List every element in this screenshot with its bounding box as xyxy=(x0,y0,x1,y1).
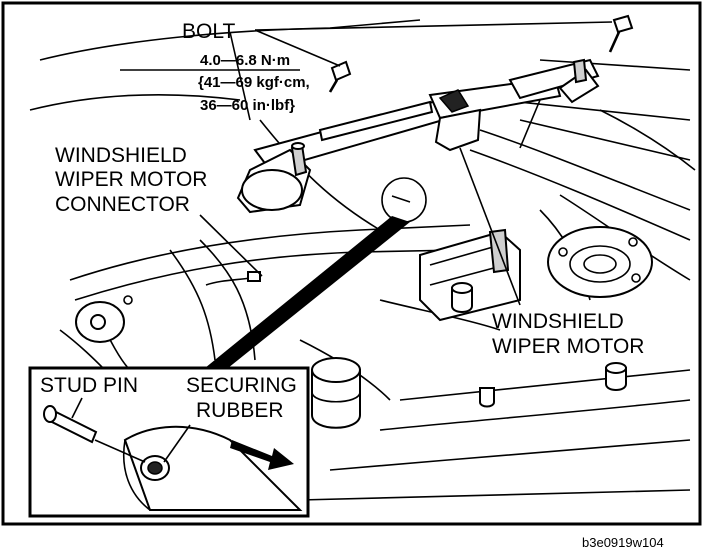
connector-label-1: WINDSHIELD xyxy=(55,144,187,167)
torque-line-2: {41—69 kgf·cm, xyxy=(198,74,310,91)
torque-line-3: 36—60 in·lbf} xyxy=(200,97,295,114)
strut-tower xyxy=(547,226,653,298)
connector-label-3: CONNECTOR xyxy=(55,193,190,216)
motor-label-2: WIPER MOTOR xyxy=(492,335,644,358)
stud-pin-label: STUD PIN xyxy=(40,374,138,397)
figure-code: b3e0919w104 xyxy=(582,535,664,550)
bolt-label: BOLT xyxy=(182,20,235,43)
rubber-mount xyxy=(311,282,627,429)
bolt-right xyxy=(608,14,634,53)
inset-callout-wedge xyxy=(205,216,410,368)
bolt-left xyxy=(328,60,352,93)
connector-label-2: WIPER MOTOR xyxy=(55,168,207,191)
securing-rubber-label-1: SECURING xyxy=(186,374,297,397)
leader-lines xyxy=(199,21,613,306)
direction-arrow xyxy=(230,440,294,470)
torque-line-1: 4.0—6.8 N·m xyxy=(200,52,290,69)
stud-pin-inset xyxy=(28,366,310,518)
motor-label-1: WINDSHIELD xyxy=(492,310,624,333)
left-mount xyxy=(75,295,133,343)
securing-rubber-label-2: RUBBER xyxy=(196,399,284,422)
wiper-linkage xyxy=(236,58,600,214)
